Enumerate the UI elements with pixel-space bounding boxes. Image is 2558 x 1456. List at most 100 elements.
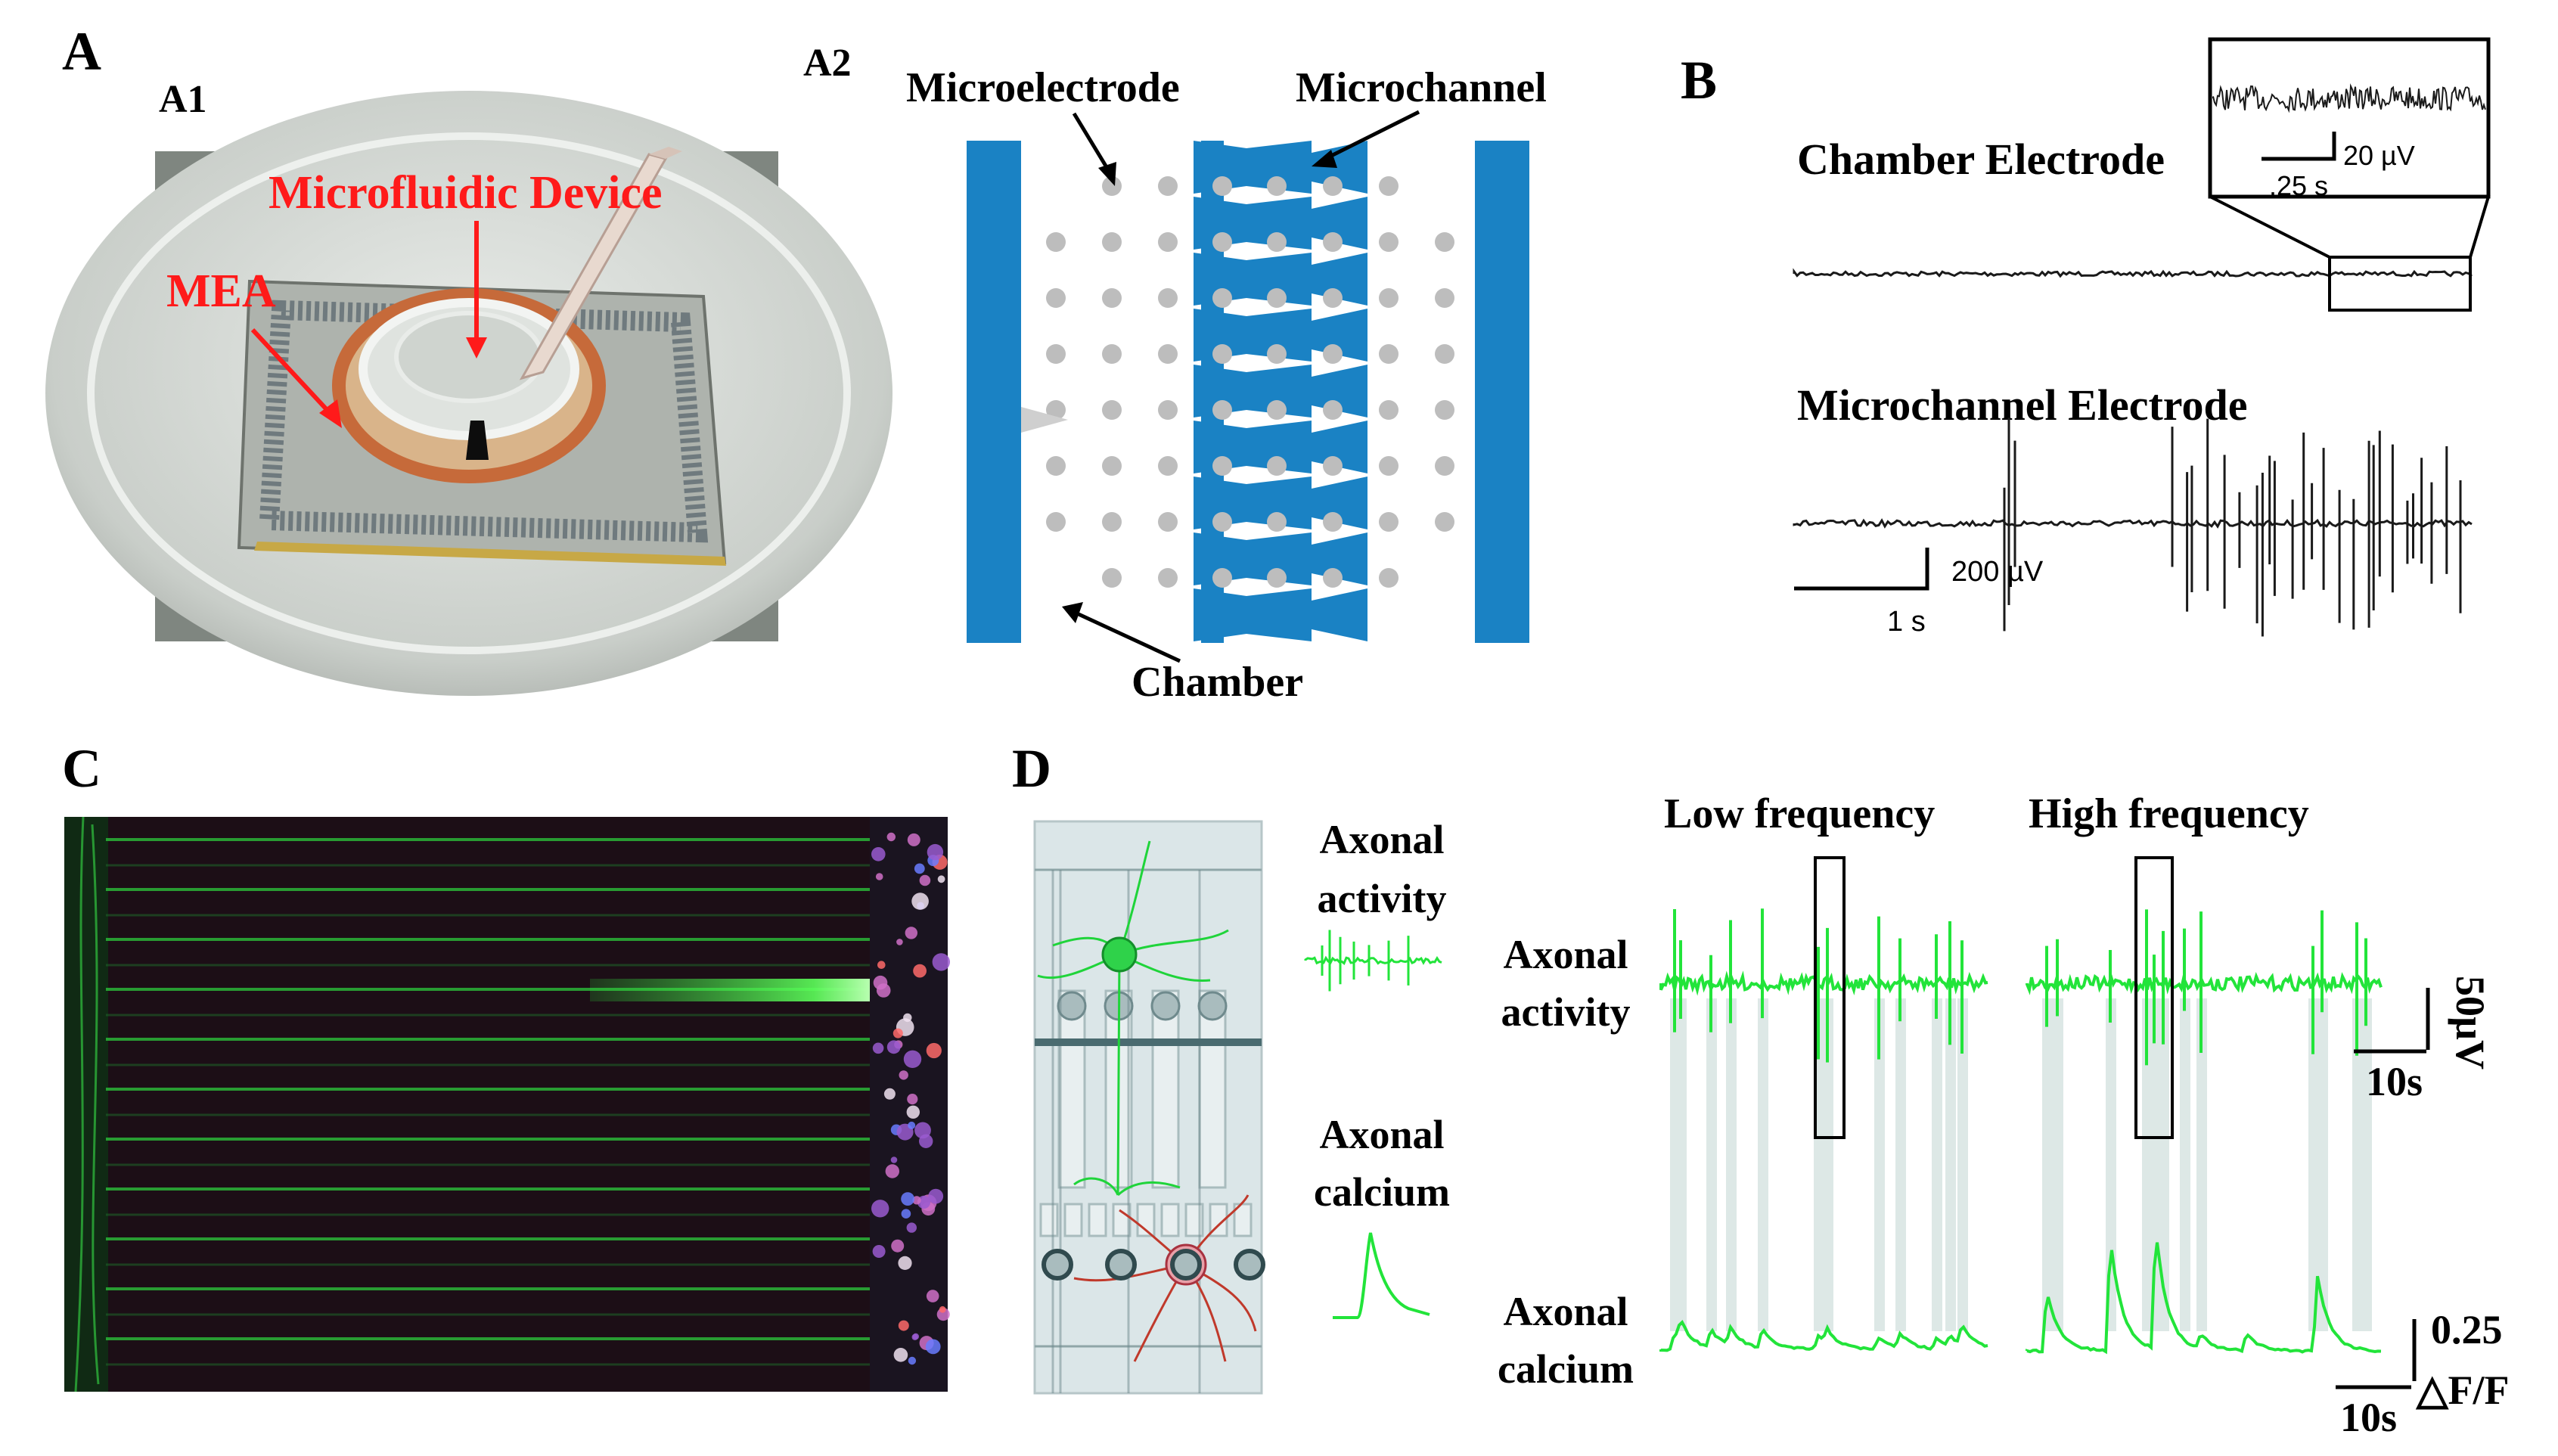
a2-channel-segment (1246, 309, 1312, 362)
a2-electrode (1212, 568, 1232, 588)
d-correlation-band (2042, 998, 2053, 1331)
c-cell (886, 832, 896, 842)
c-cell (906, 1105, 920, 1119)
a2-electrode (1323, 232, 1343, 252)
a2-electrode (1158, 288, 1178, 308)
sub-letter-a2: A2 (803, 42, 852, 85)
b-scalebar (1794, 548, 1929, 591)
a1-device-photo: Microfluidic Device MEA (45, 91, 893, 696)
c-cell (925, 1339, 941, 1355)
a2-electrode (1267, 288, 1287, 308)
a2-electrode (1158, 400, 1178, 420)
d-schematic-calcium-trace (1333, 1232, 1430, 1319)
d-schematic-activity-trace (1304, 930, 1442, 992)
b-inset-scale-v: 20 µV (2343, 140, 2415, 171)
d-correlation-band (2196, 998, 2207, 1331)
a2-electrode (1212, 400, 1232, 420)
a2-channel-segment (1246, 477, 1312, 529)
c-cell (908, 1356, 917, 1365)
c-cell (903, 1050, 922, 1069)
c-channels (64, 816, 948, 1392)
a2-electrode (1435, 400, 1454, 420)
c-cell (914, 1122, 931, 1139)
d-schematic-activity-l2: activity (1318, 876, 1447, 921)
a2-electrode (1212, 512, 1232, 532)
a2-right-chamber-wall (1475, 141, 1529, 643)
d-low-frequency-label: Low frequency (1664, 790, 1935, 837)
a2-electrode (1267, 512, 1287, 532)
a2-electrode (1102, 400, 1122, 420)
a2-electrode (1158, 176, 1178, 196)
b-panel: Chamber Electrode Microchannel Electrode… (1793, 37, 2491, 638)
a2-microchannel-block (1194, 141, 1367, 643)
b-zoom-connector (2209, 195, 2491, 259)
c-cell (896, 939, 903, 945)
a2-electrode (1102, 176, 1122, 196)
b-inset-scale-t: .25 s (2269, 170, 2328, 201)
sub-letter-a1: A1 (159, 78, 207, 121)
a2-electrode (1102, 512, 1122, 532)
d-schematic-microgroove (1112, 1203, 1132, 1237)
a2-electrode (1046, 512, 1066, 532)
a2-electrode (1158, 512, 1178, 532)
c-cell (906, 1222, 917, 1233)
d-correlation-band (1758, 998, 1768, 1331)
d-schematic-activity-l1: Axonal (1319, 817, 1444, 862)
a2-channel-segment (1246, 588, 1312, 641)
d-correlation-band (1676, 998, 1687, 1331)
c-cell (912, 1333, 920, 1340)
d-schematic-microgroove (1160, 1203, 1180, 1237)
a2-channel-segment (1194, 253, 1246, 306)
d-correlation-band (2106, 998, 2116, 1331)
a2-electrode (1323, 568, 1343, 588)
b-chamber-trace (1793, 268, 2473, 278)
c-cell (919, 874, 931, 886)
panel-letter-b: B (1681, 50, 1717, 110)
d-correlation-band (1874, 998, 1885, 1331)
d-activity-trace-low (1659, 908, 1988, 1063)
d-correlation-band (1823, 998, 1833, 1331)
d-correlation-band (2180, 998, 2190, 1331)
a2-channel-segment (1194, 588, 1246, 641)
c-cell (907, 1094, 918, 1105)
a2-electrode (1379, 288, 1399, 308)
d-scale-df-unit: △F/F (2415, 1368, 2510, 1413)
a2-channel-segment (1194, 421, 1246, 473)
d-schematic-channel (1057, 989, 1086, 1189)
panel-letter-c: C (62, 738, 101, 799)
d-green-neuron-soma (1101, 936, 1138, 973)
b-scale-v: 200 µV (1951, 556, 2044, 588)
c-cell (927, 843, 944, 861)
c-cell (886, 1040, 901, 1054)
b-microchannel-title: Microchannel Electrode (1797, 380, 2247, 430)
c-cell (907, 833, 920, 846)
d-schematic-electrode (1197, 991, 1228, 1021)
c-cell (899, 1070, 908, 1080)
a2-electrode (1379, 512, 1399, 532)
d-correlation-band (1932, 998, 1942, 1331)
a2-electrode (1212, 232, 1232, 252)
d-row-activity-l2: activity (1501, 989, 1631, 1035)
a2-chamber-label: Chamber (1132, 659, 1303, 706)
d-schematic-electrode (1057, 991, 1087, 1021)
d-schematic-bottom-electrode (1234, 1249, 1265, 1281)
c-axon-bundle (74, 816, 100, 1392)
b-chamber-title: Chamber Electrode (1797, 135, 2165, 184)
c-cell (901, 1192, 914, 1206)
c-cell (908, 1121, 916, 1129)
a2-electrode (1323, 288, 1343, 308)
d-correlation-band (2352, 998, 2363, 1331)
c-cell (872, 1042, 884, 1054)
a2-electrode (1267, 568, 1287, 588)
c-cell (905, 927, 918, 939)
a2-electrode (1158, 568, 1178, 588)
c-cell (898, 1320, 909, 1331)
d-correlation-band (1726, 998, 1737, 1331)
a2-electrode (1212, 176, 1232, 196)
d-correlation-band (2159, 998, 2169, 1331)
a2-electrode (1435, 232, 1454, 252)
a2-electrode (1267, 344, 1287, 364)
a2-electrode (1323, 456, 1343, 476)
